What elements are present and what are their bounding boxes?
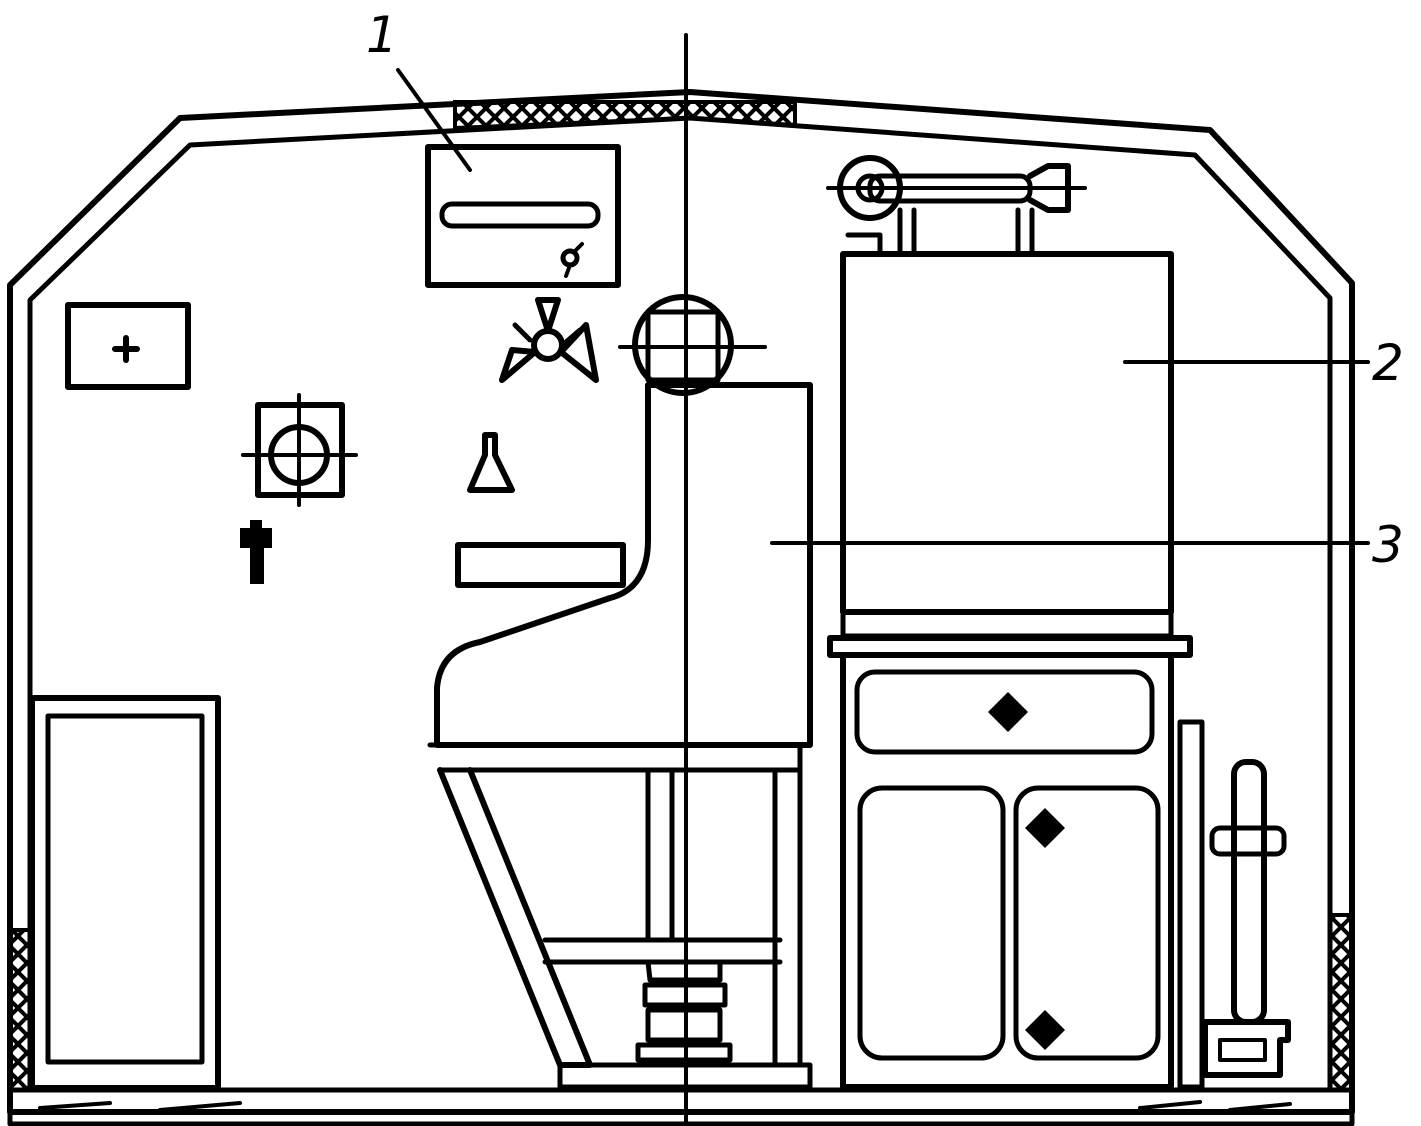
brake-handle <box>1177 719 1291 1090</box>
control-panel <box>425 144 621 288</box>
roof-insulation-hatch <box>453 100 797 131</box>
gauge-icon <box>241 393 358 507</box>
left-door <box>29 695 221 1091</box>
callout-label-1: 1 <box>366 6 398 64</box>
left-wall-insulation-hatch <box>8 928 34 1092</box>
callout-label-2: 2 <box>1372 334 1404 392</box>
leader-lines <box>396 68 1370 545</box>
small-shelf <box>455 542 626 588</box>
cabin-shell <box>7 89 1355 1126</box>
fan-icon <box>499 297 599 383</box>
callout-label-3: 3 <box>1372 516 1404 574</box>
water-tank <box>827 251 1193 658</box>
right-wall-insulation-hatch <box>1328 913 1354 1092</box>
lower-cabinet <box>840 652 1174 1090</box>
tap-icon <box>240 520 272 584</box>
wall-box-cross <box>65 302 191 390</box>
top-pipe-valve <box>826 155 1087 257</box>
spotlight-icon <box>618 294 767 396</box>
lamp-icon <box>467 432 515 493</box>
